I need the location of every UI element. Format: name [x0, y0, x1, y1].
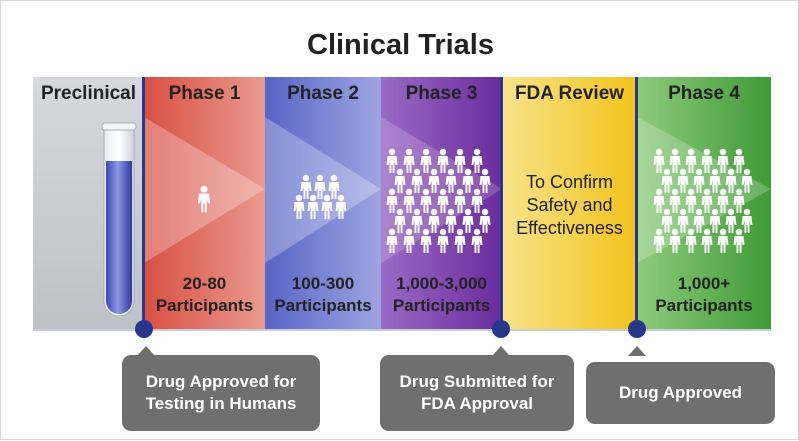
milestone-line-2: [500, 77, 503, 329]
column-preclinical: Preclinical: [33, 77, 144, 331]
column-phase-1: Phase 1 20-80 Participants: [144, 77, 265, 331]
callout-pointer-2: [492, 346, 510, 356]
callout-box-2: Drug Submitted for FDA Approval: [380, 355, 574, 431]
participants-phase-4: 1,000+ Participants: [655, 274, 753, 315]
callout-pointer-1: [137, 346, 155, 356]
diagram-title: Clinical Trials: [307, 29, 494, 61]
participants-phase-3: 1,000-3,000 Participants: [392, 274, 491, 315]
column-title-phase-1: Phase 1: [168, 83, 241, 104]
milestone-line-3: [635, 77, 638, 329]
milestone-callout-2: Drug Submitted for FDA Approval: [380, 346, 574, 432]
participants-phase-1: 20-80 Participants: [155, 274, 254, 315]
participants-phase-2: 100-300 Participants: [274, 274, 372, 315]
column-fda-review: FDA Review To Confirm Safety and Effecti…: [502, 77, 637, 331]
milestone-callout-3: Drug Approved: [586, 346, 775, 432]
column-phase-4: Phase 4 1,000+ Participants: [637, 77, 771, 331]
milestone-callout-1: Drug Approved for Testing in Humans: [122, 346, 320, 432]
milestone-dot-1: [135, 320, 153, 338]
column-title-preclinical: Preclinical: [40, 83, 137, 104]
column-title-phase-3: Phase 3: [405, 83, 478, 104]
column-phase-2: Phase 2 100-300 Participants: [265, 77, 381, 331]
callout-pointer-3: [628, 346, 646, 356]
timeline-baseline: [33, 329, 771, 331]
milestone-line-1: [142, 77, 145, 329]
column-title-phase-2: Phase 2: [287, 83, 359, 104]
callout-box-1: Drug Approved for Testing in Humans: [122, 355, 320, 431]
callout-box-3: Drug Approved: [586, 362, 775, 424]
milestone-dot-2: [492, 320, 510, 338]
column-title-phase-4: Phase 4: [668, 83, 740, 104]
column-phase-3: Phase 3 1,000-3,000 Participants: [381, 77, 502, 331]
fda-review-description: To Confirm Safety and Effectiveness: [516, 172, 623, 238]
milestone-dot-3: [628, 320, 646, 338]
test-tube-icon: [101, 122, 137, 317]
column-title-fda-review: FDA Review: [514, 83, 625, 104]
